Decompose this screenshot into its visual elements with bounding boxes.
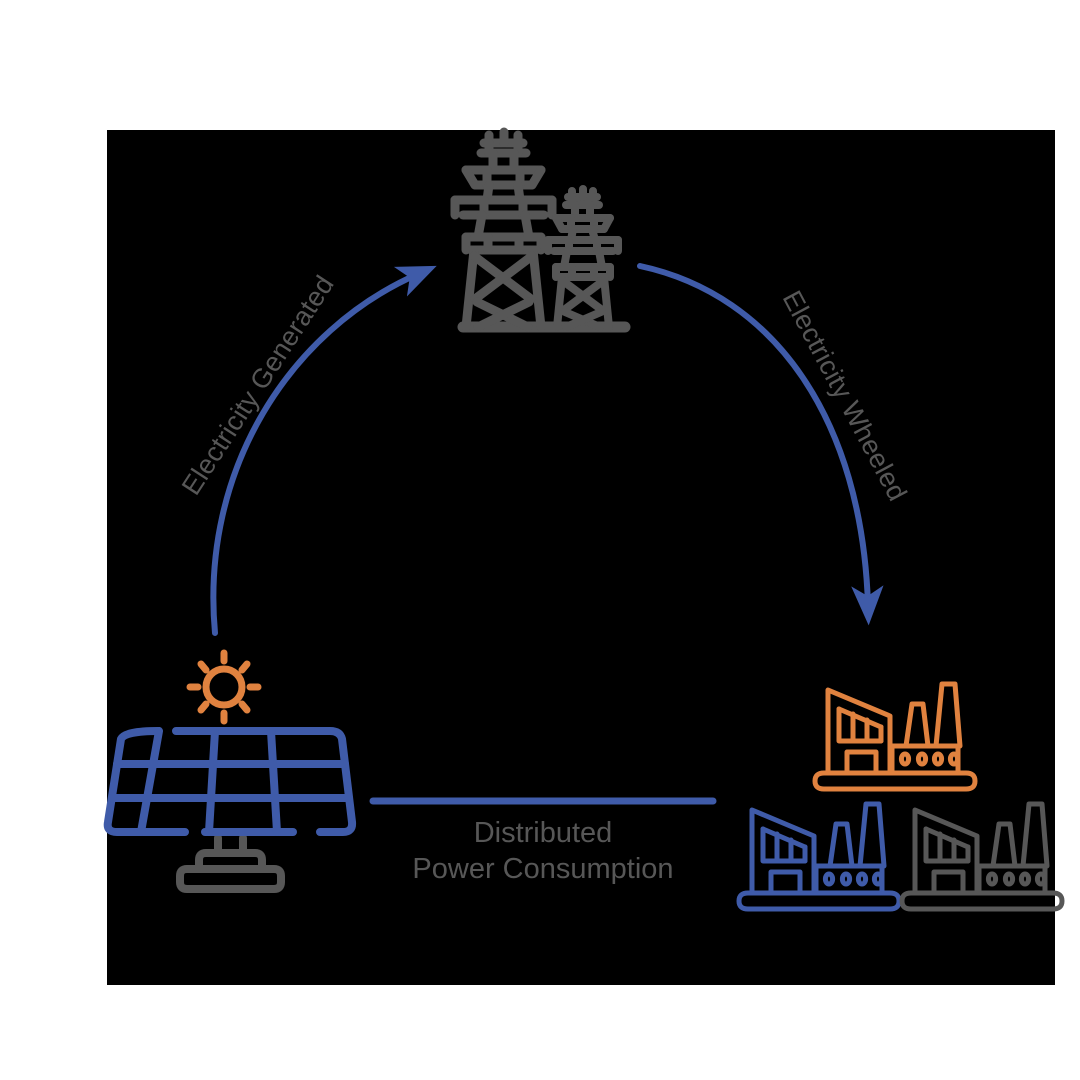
diagram-canvas-background (107, 130, 1055, 985)
